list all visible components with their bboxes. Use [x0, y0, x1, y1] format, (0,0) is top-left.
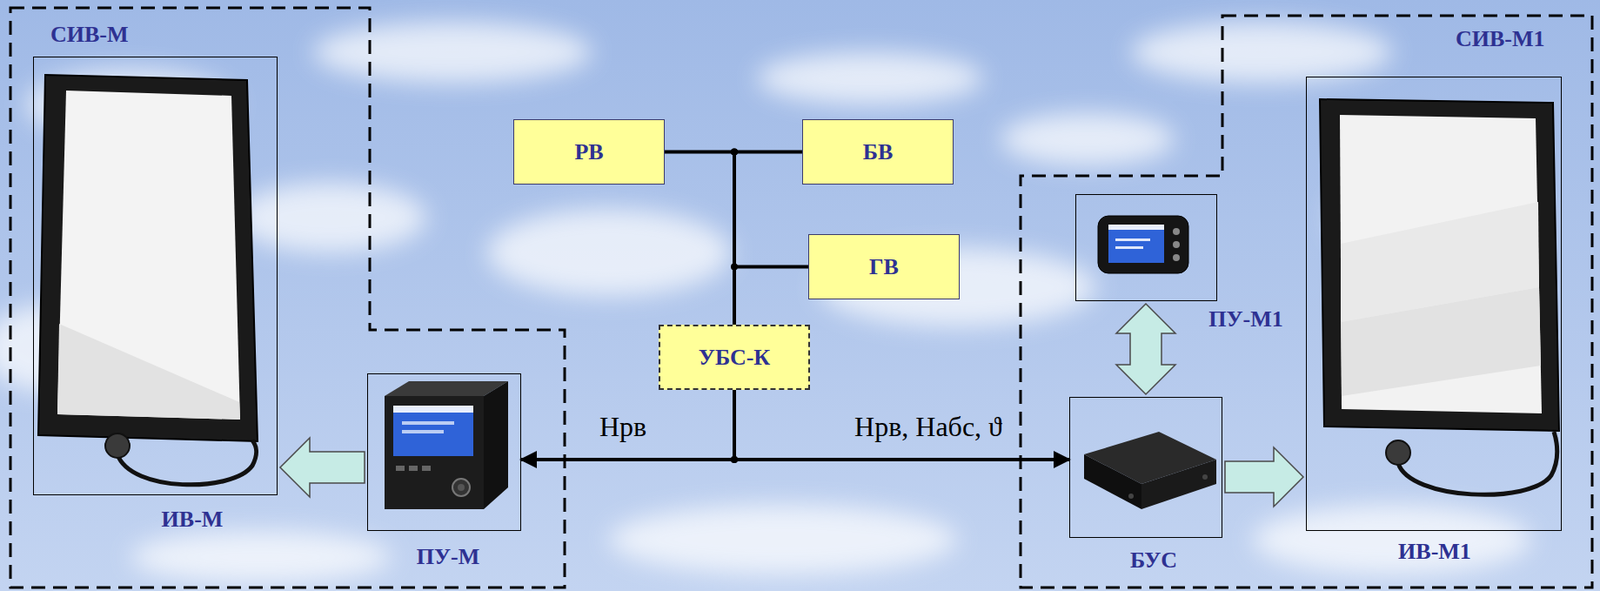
unit-label: РВ [574, 139, 603, 166]
device-side [1141, 459, 1217, 509]
block-arrow [280, 437, 365, 497]
screen-line [1115, 238, 1151, 242]
panel-screen [57, 90, 241, 420]
panel-cable [117, 440, 257, 485]
screen-line [1115, 246, 1144, 249]
panel-cable [1398, 431, 1558, 495]
unit-label: ГВ [869, 254, 899, 281]
device-screen [393, 405, 474, 456]
device-button [421, 465, 431, 471]
bus-line [734, 389, 1070, 460]
unit-box: БВ [802, 119, 954, 185]
device-button [1172, 254, 1180, 262]
screen-header [1108, 224, 1165, 230]
panel-connector [105, 433, 130, 458]
region-outline [10, 7, 565, 588]
unit-box: РВ [513, 119, 665, 185]
unit-label: БУС [1130, 547, 1178, 574]
device-body [1097, 215, 1189, 274]
device-knob [457, 483, 465, 491]
region-outline [10, 7, 565, 588]
bus-line [734, 152, 803, 326]
device-box: ПУ-М1 [1075, 194, 1218, 302]
unit-label: ПУ-М1 [1208, 306, 1284, 333]
device-screw [1202, 474, 1208, 480]
unit-label: УБС-К [698, 344, 770, 371]
screen-line [401, 421, 455, 425]
screen-line [401, 429, 444, 434]
cloud [1131, 21, 1393, 83]
device-button [1172, 241, 1180, 248]
cloud [756, 52, 984, 105]
device-front [384, 395, 484, 509]
device-box: БУС [1069, 396, 1223, 538]
cloud [609, 504, 958, 575]
device-box: ПУ-М [367, 373, 522, 531]
control-unit-device [1084, 431, 1217, 509]
panel-shade [57, 323, 241, 420]
junction-dot [730, 148, 738, 156]
control-panel-device [1097, 215, 1189, 274]
device-button [1172, 227, 1180, 235]
junction-dot [730, 148, 738, 156]
optional-unit-box: УБС-К [658, 324, 811, 390]
device-button [395, 465, 405, 471]
unit-label: ПУ-М [416, 543, 481, 570]
unit-label: СИВ-М [50, 21, 129, 48]
junction-dot [730, 455, 738, 463]
region-outline [1020, 15, 1593, 588]
device-box: ИВ-М1 [1305, 76, 1562, 531]
cloud [313, 21, 592, 83]
bus-line [521, 389, 735, 460]
cloud [130, 530, 392, 583]
panel-connector [1385, 440, 1411, 465]
device-button [408, 465, 418, 471]
panel-shade [1340, 287, 1541, 396]
panel-frame [1319, 99, 1560, 431]
system-region: СИВ-М1ПУ-М1БУС ИВ-М1 [1020, 15, 1593, 588]
clouds [0, 21, 1540, 583]
bus-line [664, 152, 735, 326]
device-screw [1128, 493, 1134, 499]
cloud [1000, 113, 1175, 166]
display-panel [1319, 99, 1560, 495]
panel-frame [38, 74, 258, 442]
cloud [1252, 504, 1532, 575]
unit-label: ИВ-М [161, 506, 224, 533]
cloud [234, 182, 427, 253]
system-region: СИВ-М ИВ-М ПУ-М [10, 7, 565, 588]
device-knob [452, 478, 470, 496]
signal-label: Нрв, Набс, ϑ [854, 410, 1003, 443]
device-screen [1108, 224, 1165, 263]
junction-dot [730, 263, 738, 271]
device-box: ИВ-М [33, 56, 278, 496]
unit-label: ИВ-М1 [1398, 538, 1472, 565]
device-side [1084, 454, 1142, 509]
display-panel [38, 74, 258, 485]
block-arrow [1116, 303, 1176, 395]
unit-label: СИВ-М1 [1455, 26, 1546, 53]
panel-screen [1339, 114, 1542, 414]
device-side [483, 381, 509, 509]
signal-label: Нрв [599, 410, 647, 443]
block-arrow [1225, 447, 1304, 507]
bus-line [734, 267, 809, 326]
screen-header [393, 405, 474, 413]
unit-box: ГВ [808, 234, 960, 300]
unit-label: БВ [863, 139, 894, 166]
cloud [487, 208, 731, 296]
control-panel-device [384, 381, 509, 509]
junction-dot [730, 455, 738, 463]
